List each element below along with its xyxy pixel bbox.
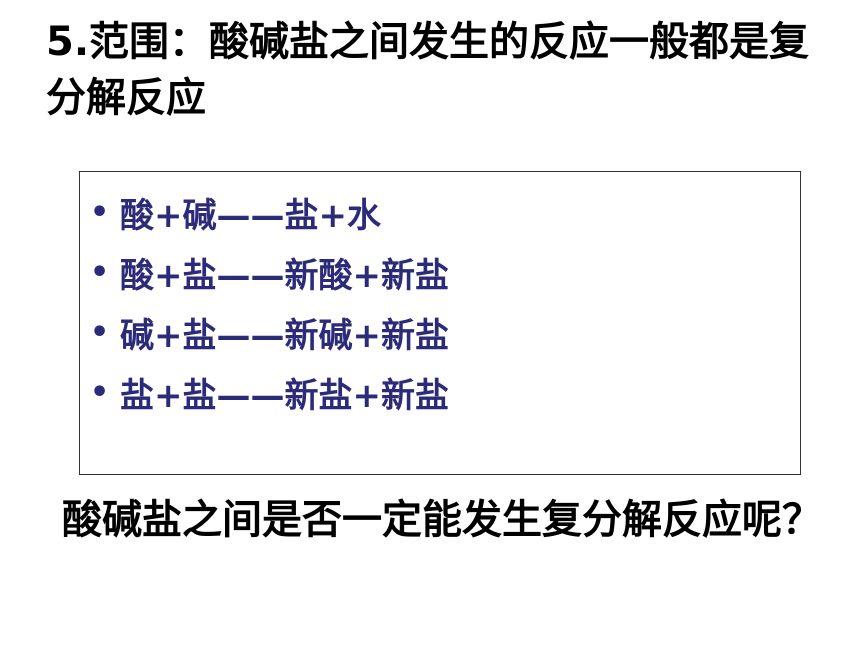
rule-text: 盐+盐——新盐+新盐 bbox=[120, 375, 449, 416]
reaction-rules-box: • 酸+碱——盐+水 • 酸+盐——新酸+新盐 • 碱+盐——新碱+新盐 • 盐… bbox=[79, 171, 801, 475]
rule-item: • 盐+盐——新盐+新盐 bbox=[90, 362, 449, 422]
rule-text: 碱+盐——新碱+新盐 bbox=[120, 315, 449, 356]
question-text: 酸碱盐之间是否一定能发生复分解反应呢？ bbox=[62, 497, 822, 543]
bullet-icon: • bbox=[90, 314, 110, 350]
slide-title: 5.范围：酸碱盐之间发生的反应一般都是复分解反应 bbox=[46, 19, 810, 121]
rule-item: • 碱+盐——新碱+新盐 bbox=[90, 302, 449, 362]
rule-item: • 酸+盐——新酸+新盐 bbox=[90, 242, 449, 302]
rule-text: 酸+盐——新酸+新盐 bbox=[120, 255, 449, 296]
reaction-rules-list: • 酸+碱——盐+水 • 酸+盐——新酸+新盐 • 碱+盐——新碱+新盐 • 盐… bbox=[90, 182, 449, 422]
rule-item: • 酸+碱——盐+水 bbox=[90, 182, 449, 242]
bullet-icon: • bbox=[90, 254, 110, 290]
rule-text: 酸+碱——盐+水 bbox=[120, 195, 381, 236]
bullet-icon: • bbox=[90, 374, 110, 410]
bullet-icon: • bbox=[90, 194, 110, 230]
